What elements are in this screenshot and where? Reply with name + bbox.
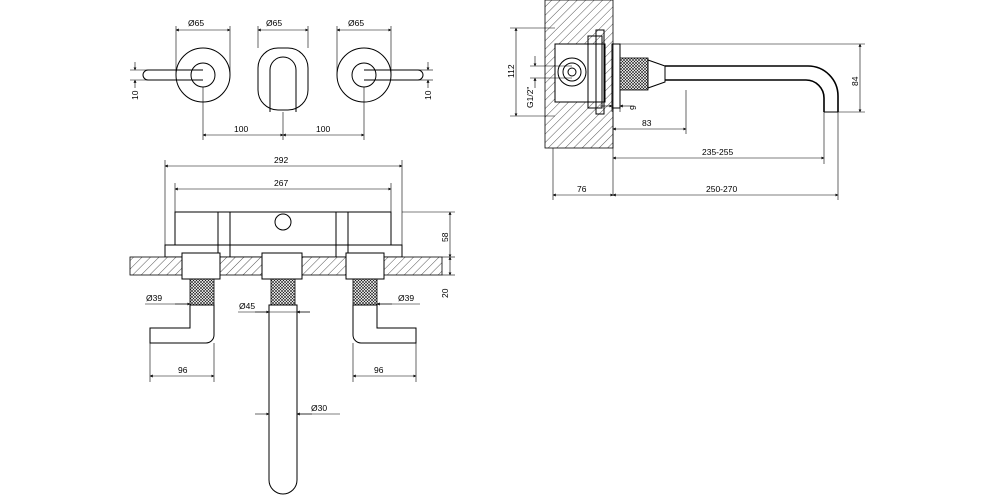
side-reach-range: 235-255: [702, 147, 733, 157]
right-handle-height: 10: [423, 90, 433, 100]
side-view: 112 G1/2" 84 9 83: [506, 0, 865, 200]
top-right-diameter: Ø65: [348, 18, 364, 28]
center-plate-cutout: [261, 252, 303, 280]
left-plate-cutout: [181, 252, 221, 280]
front-reach-dims: 96 96: [149, 343, 417, 382]
left-reach: 96: [178, 365, 188, 375]
side-dim-112: 112: [506, 27, 555, 117]
spout-diameter: Ø45: [239, 301, 255, 311]
side-dim-total: 76 250-270: [552, 112, 839, 200]
left-handle-height: 10: [130, 90, 140, 100]
front-height-dims: 58 20: [402, 211, 455, 298]
side-dim-83: 83: [612, 90, 687, 134]
side-small-9: 9: [628, 105, 638, 110]
top-center-diameter: Ø65: [266, 18, 282, 28]
side-dim-83-label: 83: [642, 118, 652, 128]
box-height: 58: [440, 232, 450, 242]
center-spout-plate: [257, 47, 309, 112]
side-dim-thread: G1/2": [525, 56, 572, 108]
right-reach: 96: [374, 365, 384, 375]
spacing-left: 100: [234, 124, 248, 134]
front-spout: [268, 278, 298, 495]
side-total-range: 250-270: [706, 184, 737, 194]
left-handle-diameter: Ø39: [146, 293, 162, 303]
side-spout: [665, 65, 839, 112]
front-diameter-dims: Ø39 Ø39 Ø45 Ø30: [145, 293, 420, 416]
right-handle-plate: [336, 47, 424, 103]
side-valve: [557, 29, 605, 115]
side-height-84: 84: [850, 76, 860, 86]
spacing-right: 100: [316, 124, 330, 134]
front-width-dims: 292 267: [164, 155, 403, 245]
side-height-112: 112: [506, 64, 516, 78]
side-wall-depth: 76: [577, 184, 587, 194]
wall-thickness: 20: [440, 288, 450, 298]
side-dim-84: 84: [620, 43, 865, 113]
top-view: Ø65 Ø65 Ø65 10 10: [130, 18, 433, 140]
right-handle: [352, 278, 417, 344]
side-rough-in: [554, 43, 606, 103]
spout-tip-diameter: Ø30: [311, 403, 327, 413]
side-dim-9: 9: [600, 100, 638, 112]
top-left-diameter: Ø65: [188, 18, 204, 28]
left-handle-plate: [142, 47, 231, 103]
handle-height-dims: 10 10: [130, 62, 433, 100]
side-thread: G1/2": [525, 87, 535, 108]
right-plate-cutout: [345, 252, 385, 280]
left-handle: [149, 278, 215, 344]
side-knurl: [619, 57, 649, 91]
spacing-dims: 100 100: [202, 87, 365, 140]
overall-width: 292: [274, 155, 288, 165]
rough-in-body: [164, 211, 403, 258]
side-dim-reach: 235-255: [612, 112, 825, 196]
top-diameter-dims: Ø65 Ø65 Ø65: [175, 18, 392, 75]
side-handle-cap: [647, 59, 666, 89]
right-handle-diameter: Ø39: [398, 293, 414, 303]
front-view: 292 267 58 20: [129, 155, 455, 495]
inner-width: 267: [274, 178, 288, 188]
